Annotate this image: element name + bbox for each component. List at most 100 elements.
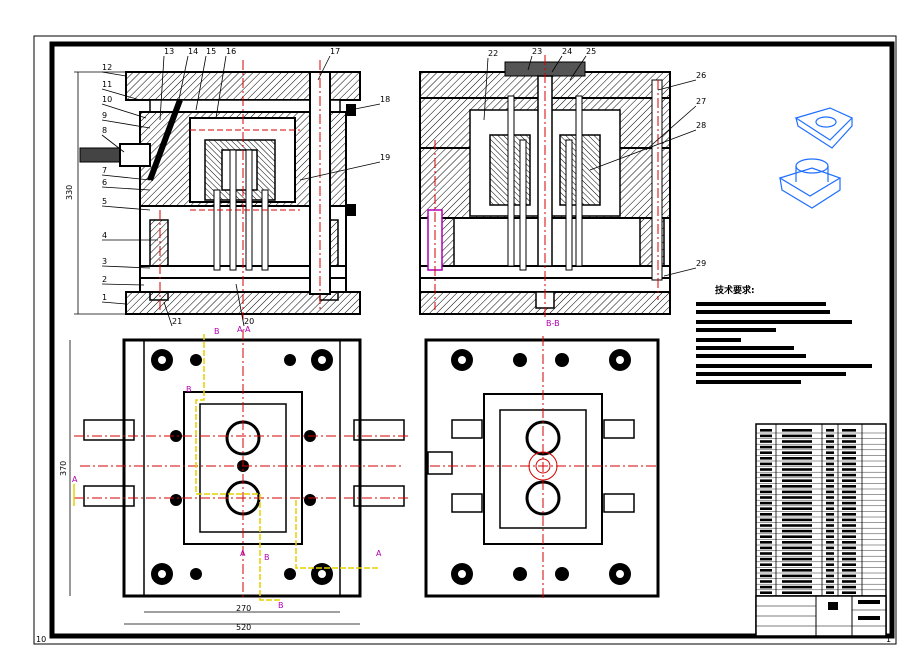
- callout-2-leader: [101, 283, 145, 286]
- bom-cell: [826, 591, 834, 594]
- callout-2: 2: [102, 275, 107, 284]
- bom-cell: [782, 563, 812, 566]
- bom-cell: [760, 445, 772, 449]
- bom-cell: [760, 434, 772, 438]
- section-label-b3: B: [264, 553, 270, 562]
- bom-cell: [826, 541, 834, 544]
- bom-cell: [782, 445, 812, 449]
- bom-cell: [760, 473, 772, 477]
- bom-cell: [760, 552, 772, 555]
- bom-cell: [782, 557, 812, 561]
- callout-28: 28: [696, 121, 706, 130]
- callout-9: 9: [102, 111, 107, 120]
- callout-5: 5: [102, 197, 107, 206]
- bom-cell: [760, 557, 772, 561]
- bom-cell: [842, 457, 856, 460]
- bom-cell: [842, 445, 856, 449]
- bom-cell: [782, 518, 812, 522]
- bom-cell: [826, 485, 834, 488]
- bom-cell: [782, 552, 812, 555]
- bom-cell: [826, 496, 834, 499]
- callout-1-leader: [101, 301, 127, 305]
- bom-cell: [826, 569, 834, 572]
- callout-5-leader: [101, 205, 151, 211]
- bom-cell: [782, 440, 812, 443]
- bom-cell: [760, 479, 772, 482]
- corner-left-label: 10: [36, 635, 46, 644]
- callout-23: 23: [532, 47, 542, 56]
- title-block: [755, 423, 887, 637]
- callout-23-leader: [527, 55, 533, 71]
- bom-cell: [826, 585, 834, 589]
- callout-12: 12: [102, 63, 112, 72]
- bom-cell: [842, 468, 856, 471]
- callout-16-leader: [215, 55, 227, 119]
- bom-cell: [782, 457, 812, 460]
- bom-cell: [760, 462, 772, 466]
- bom-cell: [760, 574, 772, 578]
- bom-cell: [842, 490, 856, 494]
- bom-cell: [826, 518, 834, 522]
- bom-cell: [826, 557, 834, 561]
- callout-21-leader: [163, 301, 173, 327]
- bom-cell: [842, 552, 856, 555]
- bom-cell: [760, 541, 772, 544]
- front-section-view: [74, 60, 361, 320]
- bom-cell: [782, 574, 812, 578]
- bom-cell: [842, 434, 856, 438]
- bom-cell: [842, 473, 856, 477]
- bom-cell: [842, 507, 856, 510]
- bom-cell: [842, 541, 856, 544]
- callout-19-leader: [299, 161, 381, 181]
- bom-cell: [842, 563, 856, 566]
- bom-cell: [782, 462, 812, 466]
- section-label-a1: A: [72, 475, 78, 484]
- bom-cell: [842, 513, 856, 516]
- bom-cell: [842, 496, 856, 499]
- bom-cell: [782, 513, 812, 516]
- bom-cell: [760, 580, 772, 583]
- callout-1: 1: [102, 293, 107, 302]
- bom-cell: [842, 574, 856, 578]
- bom-cell: [842, 569, 856, 572]
- callout-24: 24: [562, 47, 572, 56]
- callout-15: 15: [206, 47, 216, 56]
- callout-13-leader: [159, 55, 165, 121]
- bom-cell: [760, 485, 772, 488]
- bom-cell: [760, 496, 772, 499]
- callout-8-leader: [101, 134, 125, 153]
- bom-cell: [782, 585, 812, 589]
- plan-view: [69, 330, 410, 625]
- callout-22-leader: [483, 57, 489, 121]
- bom-cell: [760, 563, 772, 566]
- bom-cell: [760, 513, 772, 516]
- bom-cell: [826, 507, 834, 510]
- callout-25: 25: [586, 47, 596, 56]
- bom-cell: [842, 529, 856, 533]
- bom-cell: [782, 468, 812, 471]
- bom-cell: [760, 591, 772, 594]
- outer-border: [33, 35, 897, 645]
- bom-cell: [782, 580, 812, 583]
- callout-11-leader: [101, 88, 141, 101]
- callout-15-leader: [195, 55, 207, 111]
- bom-cell: [760, 451, 772, 454]
- bom-cell: [826, 574, 834, 578]
- bom-cell: [842, 546, 856, 550]
- bom-cell: [842, 485, 856, 488]
- callout-25-leader: [569, 55, 587, 81]
- callout-8: 8: [102, 126, 107, 135]
- callout-29: 29: [696, 259, 706, 268]
- callout-18-leader: [349, 103, 381, 111]
- bom-cell: [826, 580, 834, 583]
- bom-cell: [842, 440, 856, 443]
- bom-cell: [842, 429, 856, 432]
- side-section-view: [419, 55, 671, 320]
- dim-height-front: 330: [65, 185, 74, 200]
- part-isometric-icon: [778, 107, 854, 209]
- callout-9-leader: [101, 119, 151, 129]
